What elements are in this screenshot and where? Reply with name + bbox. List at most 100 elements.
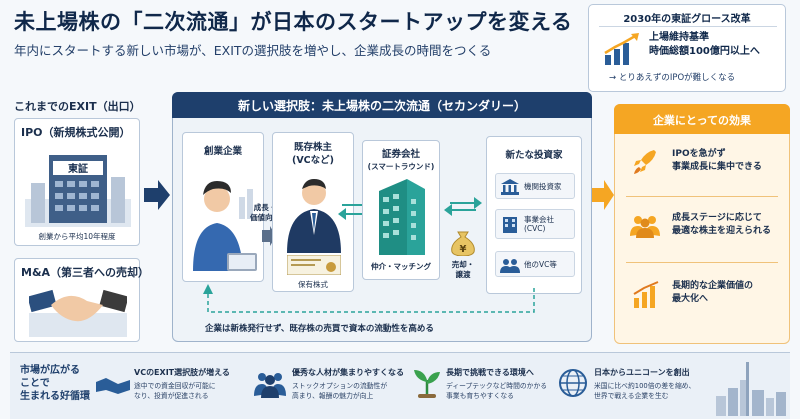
tse-reform-box: 2030年の東証グロース改革 上場維持基準 時価総額100億円以上へ → とりあ… — [588, 4, 786, 92]
effect-item-2: 成長ステージに応じて 最適な株主を迎えられる — [672, 212, 771, 238]
ipo-caption: 創業から平均10年程度 — [38, 232, 116, 241]
ma-title: M&A（第三者への売却） — [21, 266, 150, 279]
handshake-small-icon — [96, 378, 130, 394]
effect-item-2-line1: 成長ステージに応じて — [672, 213, 762, 223]
investor-institutional: 機関投資家 — [495, 173, 575, 199]
existing-shareholder-card: 既存株主 (VCなど) 保有株式 — [272, 132, 354, 292]
liquidity-loop-arrow — [203, 284, 535, 313]
listing-criteria-line2: 時価総額100億円以上へ — [649, 46, 760, 57]
cycle-item-1-body-line1: 途中での資金回収が可能に — [134, 382, 216, 390]
secondary-market-header: 新しい選択肢：未上場株の二次流通（セカンダリー） — [172, 92, 592, 118]
arrow-to-secondary — [144, 180, 170, 210]
effect-item-1-line1: IPOを急がず — [672, 149, 726, 159]
effect-item-3-line2: 最大化へ — [672, 294, 709, 304]
founder-person-icon — [193, 181, 257, 271]
cycle-item-2-body-line1: ストックオプションの流動性が — [292, 382, 388, 390]
securities-title-line2: (スマートラウンド) — [367, 162, 435, 171]
investor-cvc-line1: 事業会社 — [524, 215, 554, 224]
cycle-item-4-body-line2: 世界で戦える企業を生む — [594, 392, 669, 400]
virtuous-cycle-title-line2: ことで — [20, 378, 50, 389]
svg-text:¥: ¥ — [460, 244, 467, 255]
shareholder-title-line2: (VCなど) — [291, 155, 334, 166]
page-subtitle: 年内にスタートする新しい市場が、EXITの選択肢を増やし、企業成長の時間をつくる — [14, 43, 492, 58]
effect-item-1: IPOを急がず 事業成長に集中できる — [672, 148, 762, 174]
securities-title-line1: 証券会社 — [381, 149, 420, 160]
virtuous-cycle-title-line1: 市場が広がる — [20, 365, 80, 376]
virtuous-cycle-title: 市場が広がる ことで 生まれる好循環 — [20, 364, 90, 403]
cycle-item-4-body: 米国に比べ約100倍の差を縮め、 世界で戦える企業を生む — [594, 381, 695, 401]
growth-label-line2: 価値向上 — [250, 213, 280, 222]
shareholder-title-line1: 既存株主 — [293, 142, 332, 153]
investor-cvc-line2: (CVC) — [524, 224, 546, 233]
cycle-item-2-title: 優秀な人材が集まりやすくなる — [292, 368, 404, 377]
yen-money-bag-icon: ¥ — [451, 231, 475, 256]
effect-item-3: 長期的な企業価値の 最大化へ — [672, 280, 753, 306]
investor-cvc-label: 事業会社 (CVC) — [524, 210, 554, 238]
tse-reform-divider — [599, 26, 777, 27]
existing-exit-label: これまでのEXIT（出口） — [14, 100, 141, 113]
effects-divider-2 — [626, 262, 778, 263]
cycle-item-1-body-line2: なり、投資が促進される — [134, 392, 209, 400]
sale-label: 売却・ 譲渡 — [448, 260, 478, 280]
listing-criteria: 上場維持基準 時価総額100億円以上へ — [649, 31, 760, 59]
sale-label-line2: 譲渡 — [455, 270, 471, 279]
arrow-to-effects — [592, 180, 614, 210]
cycle-item-4-title: 日本からユニコーンを創出 — [594, 368, 690, 377]
virtuous-cycle-title-line3: 生まれる好循環 — [20, 391, 90, 402]
effects-title: 企業にとっての効果 — [652, 114, 752, 127]
globe-icon — [559, 369, 587, 397]
page-title: 未上場株の「二次流通」が日本のスタートアップを変える — [14, 10, 573, 34]
stock-exchange-building-icon: 東証 — [25, 155, 131, 227]
rising-bars-icon — [633, 281, 659, 308]
new-investors-card: 新たな投資家 機関投資家 事業会社 (CVC) 他のVC等 — [486, 136, 582, 294]
effect-item-3-line1: 長期的な企業価値の — [672, 281, 754, 291]
matching-arrows-icon — [444, 197, 482, 216]
holdings-caption: 保有株式 — [298, 280, 328, 289]
investor-other-vc-label: 他のVC等 — [524, 259, 557, 269]
team-icon — [630, 216, 660, 238]
vc-person-icon — [287, 179, 341, 253]
cycle-item-3-body: ディープテックなど時間のかかる 事業も育ちやすくなる — [446, 381, 547, 401]
people-group-icon — [500, 259, 520, 273]
company-building-icon — [503, 217, 517, 233]
listing-criteria-line1: 上場維持基準 — [649, 32, 709, 43]
handshake-icon — [29, 289, 127, 337]
growth-label-line1: 成長・ — [253, 203, 277, 212]
growth-chart-icon — [604, 33, 639, 65]
liquidity-note: 企業は新株発行せず、既存株の売買で資本の流動性を高める — [205, 324, 434, 334]
cycle-item-4-body-line1: 米国に比べ約100倍の差を縮め、 — [594, 382, 696, 390]
effect-item-1-line2: 事業成長に集中できる — [672, 162, 762, 172]
talent-group-icon — [254, 373, 286, 398]
investors-title: 新たな投資家 — [505, 150, 563, 161]
securities-company-card: 証券会社 (スマートラウンド) 仲介・マッチング — [362, 140, 440, 280]
founder-card: 創業企業 — [182, 132, 264, 282]
securities-title: 証券会社 (スマートラウンド) — [363, 149, 439, 173]
investor-other-vc: 他のVC等 — [495, 251, 575, 277]
founder-title: 創業企業 — [203, 146, 242, 157]
sale-label-line1: 売却・ — [451, 260, 475, 269]
cycle-item-3-body-line1: ディープテックなど時間のかかる — [446, 382, 548, 390]
cycle-item-1-title: VCのEXIT選択肢が増える — [134, 368, 230, 377]
ipo-title: IPO（新規株式公開） — [21, 126, 131, 139]
cycle-item-3-title: 長期で挑戦できる環境へ — [446, 368, 534, 377]
cycle-item-3-body-line2: 事業も育ちやすくなる — [446, 392, 514, 400]
city-skyline-icon — [716, 362, 786, 416]
effects-divider-1 — [626, 196, 778, 197]
virtuous-cycle-strip — [10, 352, 790, 419]
effect-item-2-line2: 最適な株主を迎えられる — [672, 226, 772, 236]
share-certificate-icon — [287, 255, 341, 275]
cycle-item-2-body-line2: 高まり、報酬の魅力が向上 — [292, 392, 374, 400]
matching-caption: 仲介・マッチング — [371, 262, 431, 271]
building-sign: 東証 — [68, 162, 88, 175]
investor-institutional-label: 機関投資家 — [524, 181, 562, 191]
ma-card: M&A（第三者への売却） — [14, 258, 149, 342]
secondary-market-title: 新しい選択肢：未上場株の二次流通（セカンダリー） — [237, 99, 526, 113]
bank-icon — [501, 179, 519, 195]
growth-label: 成長・ 価値向上 — [250, 203, 280, 223]
tse-reform-title: 2030年の東証グロース改革 — [623, 14, 751, 25]
investor-cvc: 事業会社 (CVC) — [495, 209, 575, 239]
ipo-card: IPO（新規株式公開） 東証 創業から平均10年程度 — [14, 118, 140, 246]
effects-header: 企業にとっての効果 — [614, 104, 790, 134]
cycle-item-1-body: 途中での資金回収が可能に なり、投資が促進される — [134, 381, 216, 401]
sprout-icon — [414, 370, 440, 398]
